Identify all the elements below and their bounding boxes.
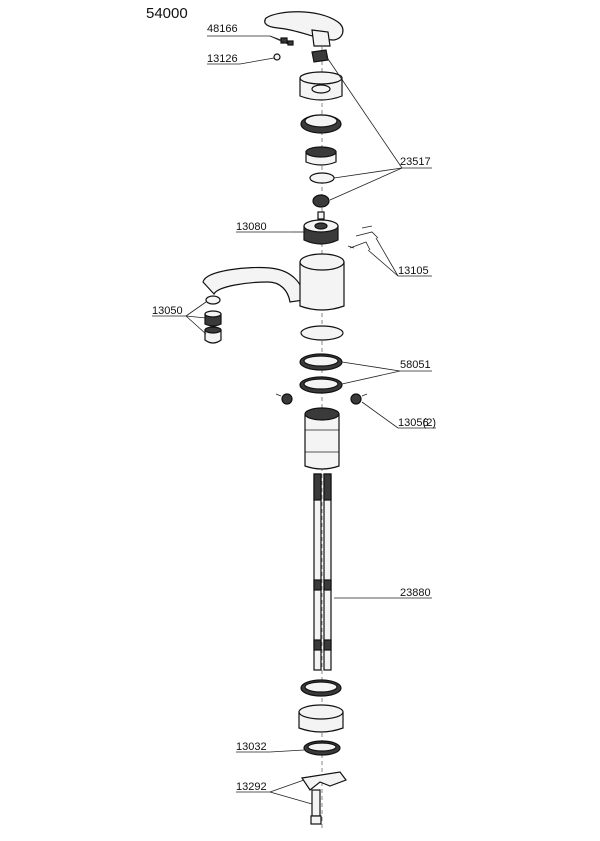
top-nut: [311, 49, 329, 63]
lever-handle: [264, 11, 344, 47]
label-58051: 58051: [400, 359, 431, 371]
leader-lines: [152, 35, 436, 805]
handle-screws: [273, 37, 294, 61]
threaded-ring: [300, 114, 342, 134]
label-48166: 48166: [207, 23, 238, 35]
aerator-parts: [204, 295, 222, 344]
threaded-shank: [304, 407, 340, 470]
label-13056: 13056(2): [398, 417, 436, 429]
cartridge: [303, 219, 339, 245]
retaining-clips: [347, 225, 379, 251]
castle-nut: [305, 146, 337, 166]
label-13050: 13050: [152, 305, 183, 317]
small-ring: [309, 172, 335, 184]
faucet-body: [299, 253, 345, 311]
label-23880: 23880: [400, 587, 431, 599]
label-13080: 13080: [236, 221, 267, 233]
threaded-stud: [310, 789, 322, 825]
label-13126: 13126: [207, 53, 238, 65]
body-washer: [300, 325, 344, 341]
washer-inner: [307, 742, 337, 752]
label-13105: 13105: [398, 265, 429, 277]
label-13032: 13032: [236, 741, 267, 753]
spout: [202, 266, 305, 303]
insert-pin: [317, 211, 325, 220]
supply-hoses: [313, 473, 332, 671]
label-13056-number: 13056: [398, 417, 429, 429]
horseshoe-bracket: [300, 771, 347, 791]
o-ring-lower-inner: [303, 378, 339, 390]
small-insert: [312, 194, 330, 208]
label-13056-qty: (2): [423, 417, 436, 429]
diagram-title: 54000: [146, 5, 188, 22]
mount-ring-inner: [304, 681, 338, 693]
side-screws: [275, 393, 368, 405]
mounting-nut: [298, 704, 344, 733]
cover-cap: [299, 71, 343, 101]
label-13292: 13292: [236, 781, 267, 793]
label-23517: 23517: [400, 156, 431, 168]
o-ring-upper-inner: [303, 355, 339, 367]
